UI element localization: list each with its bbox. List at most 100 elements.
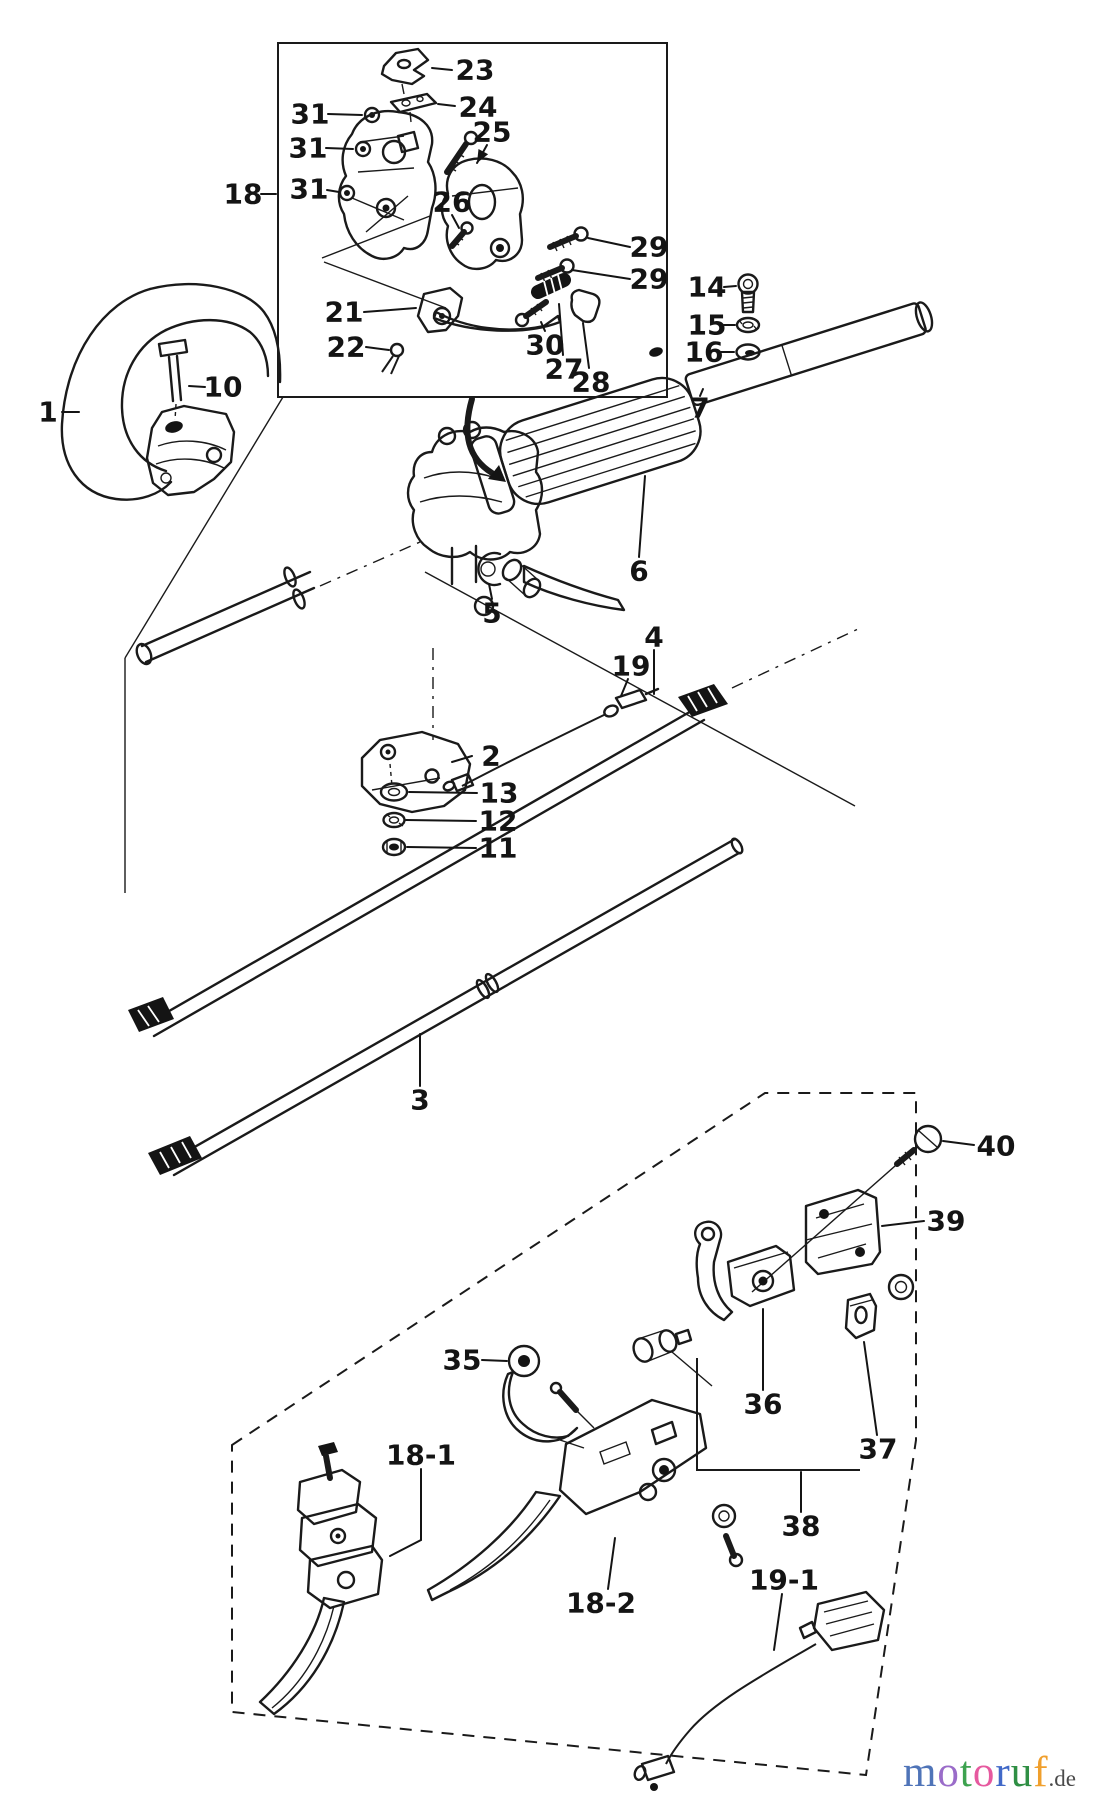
watermark-letter: o bbox=[937, 1749, 960, 1796]
callout-31: 31 bbox=[289, 132, 328, 165]
callout-1: 1 bbox=[38, 396, 57, 429]
callout-leader-11 bbox=[406, 846, 477, 849]
part-36-block bbox=[726, 1244, 796, 1308]
callout-10: 10 bbox=[204, 371, 243, 404]
watermark-letter: t bbox=[959, 1749, 973, 1796]
callout-leader-22 bbox=[365, 346, 390, 351]
callout-leader-40 bbox=[942, 1140, 975, 1146]
part-6-grip bbox=[498, 376, 702, 506]
part-13-washer bbox=[379, 782, 409, 802]
callout-leader-24 bbox=[437, 103, 456, 107]
watermark-letter: o bbox=[972, 1749, 996, 1796]
callout-12: 12 bbox=[479, 805, 518, 838]
callout-22: 22 bbox=[327, 331, 366, 364]
callout-leader-31 bbox=[327, 113, 363, 116]
part-14-bolt bbox=[737, 273, 759, 314]
callout-18-2: 18-2 bbox=[566, 1587, 636, 1620]
callout-19-1: 19-1 bbox=[749, 1564, 819, 1597]
part-26-screw bbox=[449, 221, 474, 249]
watermark: motoruf.de bbox=[903, 1751, 1076, 1794]
grouping-lines bbox=[124, 396, 856, 893]
callout-leader-12 bbox=[405, 819, 477, 822]
watermark-letter: f bbox=[1033, 1749, 1049, 1796]
grip-and-tube-rotated bbox=[469, 301, 934, 515]
part-18-2-assembly bbox=[426, 1381, 744, 1602]
callout-29: 29 bbox=[630, 263, 669, 296]
callout-leader-6 bbox=[638, 475, 646, 558]
part-23-bracket bbox=[380, 47, 430, 86]
watermark-letter: r bbox=[995, 1749, 1011, 1796]
callout-leader-35 bbox=[481, 1359, 508, 1362]
part-12-lock-washer bbox=[382, 811, 406, 829]
callout-36: 36 bbox=[744, 1388, 783, 1421]
part-grommet-ring bbox=[887, 1273, 915, 1301]
part-housing-right-half bbox=[440, 157, 524, 271]
watermark-letter: m bbox=[902, 1749, 938, 1796]
tube-mount-hole bbox=[649, 347, 663, 357]
callout-29: 29 bbox=[630, 231, 669, 264]
part-3-shaft-tube bbox=[148, 837, 744, 1177]
callout-5: 5 bbox=[482, 597, 501, 630]
part-housing-left-half bbox=[337, 109, 437, 260]
callout-18: 18 bbox=[224, 178, 263, 211]
part-cable-barrel bbox=[501, 558, 542, 599]
callout-leader-23 bbox=[431, 67, 453, 71]
callout-leader-13 bbox=[408, 791, 478, 794]
callout-25: 25 bbox=[473, 116, 512, 149]
part-handle-clamp bbox=[145, 404, 236, 497]
callout-39: 39 bbox=[927, 1205, 966, 1238]
callout-30: 30 bbox=[526, 329, 565, 362]
part-29-screws bbox=[535, 226, 589, 283]
part-shaft-stub bbox=[135, 566, 316, 666]
callout-31: 31 bbox=[291, 98, 330, 131]
callout-leader-39 bbox=[881, 1220, 925, 1227]
tube-open-end bbox=[914, 301, 934, 333]
watermark-word: motoruf bbox=[903, 1749, 1049, 1796]
callout-leader-14 bbox=[723, 285, 737, 288]
part-11-nut bbox=[381, 837, 407, 857]
callout-leader-18-2 bbox=[607, 1537, 616, 1590]
callout-7: 7 bbox=[690, 392, 709, 425]
callout-18-1: 18-1 bbox=[386, 1439, 456, 1472]
part-15-lock-washer bbox=[735, 316, 761, 334]
callout-leader-30 bbox=[540, 321, 546, 332]
shaft-parts bbox=[124, 396, 859, 1177]
part-35-lever bbox=[502, 1344, 585, 1449]
part-40-screw bbox=[751, 1124, 943, 1293]
callout-leader-37 bbox=[863, 1341, 878, 1436]
callout-leader-5 bbox=[488, 583, 493, 600]
part-10-bolt bbox=[157, 338, 189, 421]
callout-leader-21 bbox=[363, 307, 417, 313]
callout-6: 6 bbox=[629, 555, 648, 588]
part-switch bbox=[632, 1328, 713, 1387]
callout-35: 35 bbox=[443, 1344, 482, 1377]
callout-14: 14 bbox=[688, 271, 727, 304]
part-inner-drive-shaft bbox=[128, 628, 859, 1038]
callout-leader-31 bbox=[325, 147, 354, 150]
watermark-suffix: .de bbox=[1048, 1766, 1076, 1791]
callout-leader-29 bbox=[571, 269, 631, 280]
watermark-letter: u bbox=[1010, 1749, 1034, 1796]
part-22-pin bbox=[381, 342, 405, 375]
housing-clevis bbox=[450, 544, 478, 586]
callout-21: 21 bbox=[325, 296, 364, 329]
part-adjuster-nut bbox=[473, 595, 495, 617]
callout-19: 19 bbox=[612, 650, 651, 683]
lower-detail-box bbox=[231, 1092, 943, 1791]
lower-box-outline bbox=[231, 1092, 917, 1777]
callout-23: 23 bbox=[456, 54, 495, 87]
part-30-screw bbox=[514, 299, 549, 328]
part-5-clamp-ring bbox=[477, 551, 502, 587]
part-19-cable bbox=[442, 687, 660, 793]
callout-40: 40 bbox=[977, 1130, 1016, 1163]
callout-37: 37 bbox=[859, 1433, 898, 1466]
callout-leader-19-1 bbox=[773, 1593, 783, 1651]
callout-2: 2 bbox=[481, 740, 500, 773]
callout-leader-27 bbox=[558, 303, 564, 356]
throttle-assembly bbox=[406, 301, 934, 617]
assembly-arrow bbox=[464, 396, 506, 482]
callout-38: 38 bbox=[782, 1510, 821, 1543]
callout-26: 26 bbox=[433, 186, 472, 219]
